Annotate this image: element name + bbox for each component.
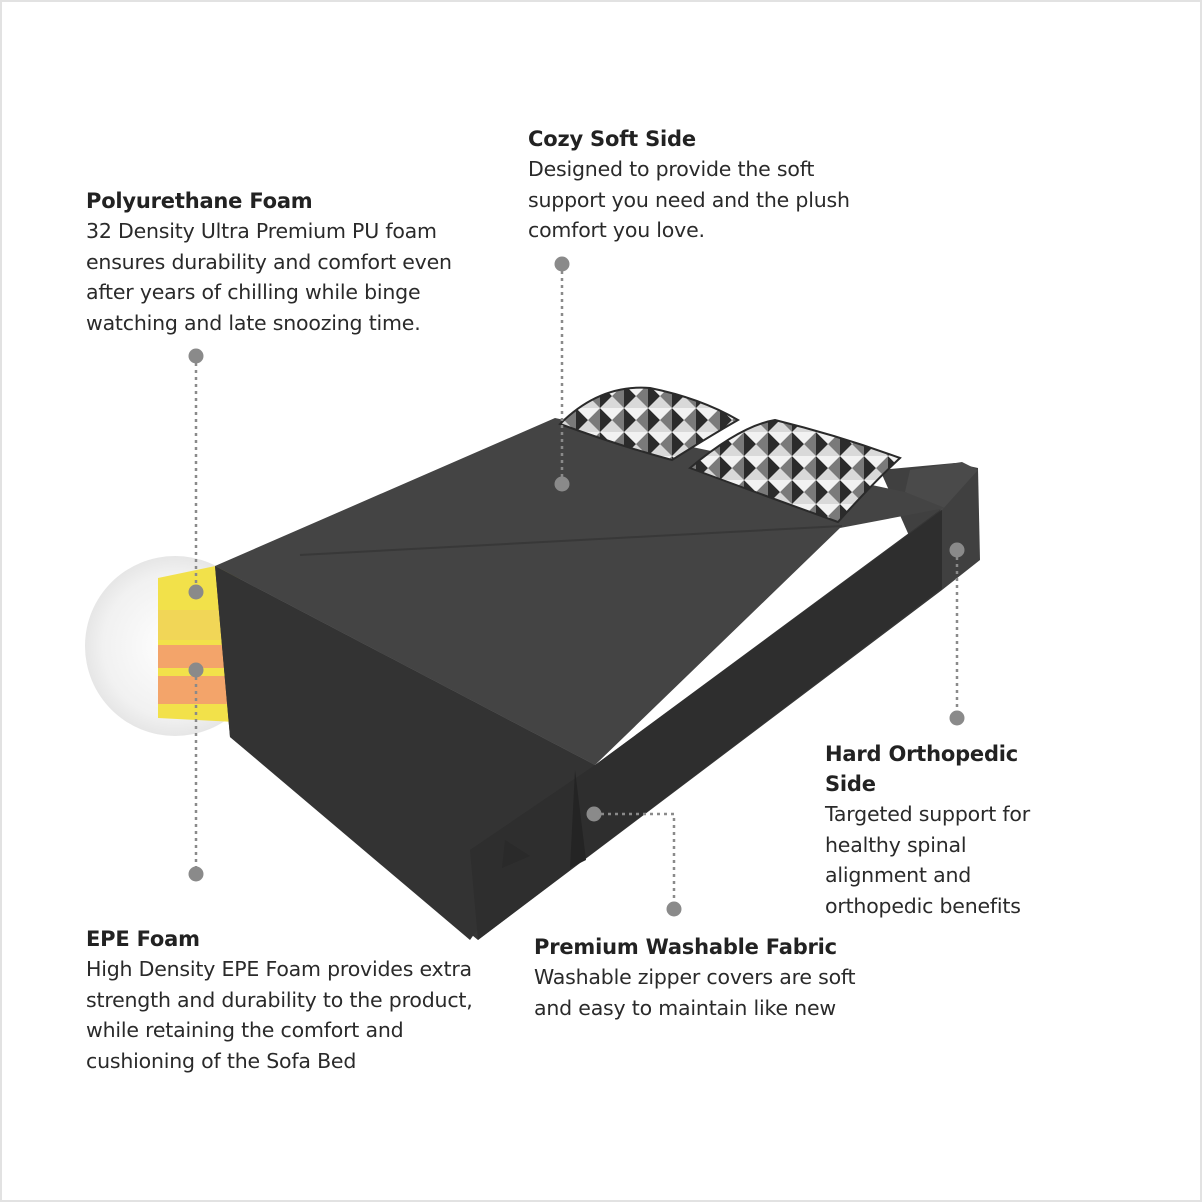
callout-text: 32 Density Ultra Premium PU foam ensures… [86,219,452,335]
callout-hard-orthopedic-side: Hard Orthopedic Side Targeted support fo… [825,739,1065,921]
cushions [558,386,902,524]
callout-title: Cozy Soft Side [528,127,696,151]
callout-epe-foam: EPE Foam High Density EPE Foam provides … [86,924,478,1076]
callout-cozy-soft-side: Cozy Soft Side Designed to provide the s… [528,124,874,246]
callout-text: Designed to provide the soft support you… [528,157,850,242]
callout-premium-washable-fabric: Premium Washable Fabric Washable zipper … [534,932,878,1023]
callout-title: Polyurethane Foam [86,189,313,213]
callout-dots [188,256,965,917]
callout-text: Targeted support for healthy spinal alig… [825,802,1030,918]
callout-polyurethane-foam: Polyurethane Foam 32 Density Ultra Premi… [86,186,476,338]
sofa-bed [215,418,980,940]
callout-text: Washable zipper covers are soft and easy… [534,965,856,1020]
callout-title: EPE Foam [86,927,200,951]
callout-connectors [194,264,959,909]
callout-text: High Density EPE Foam provides extra str… [86,957,473,1073]
callout-title: Premium Washable Fabric [534,935,837,959]
callout-title: Hard Orthopedic Side [825,742,1019,796]
